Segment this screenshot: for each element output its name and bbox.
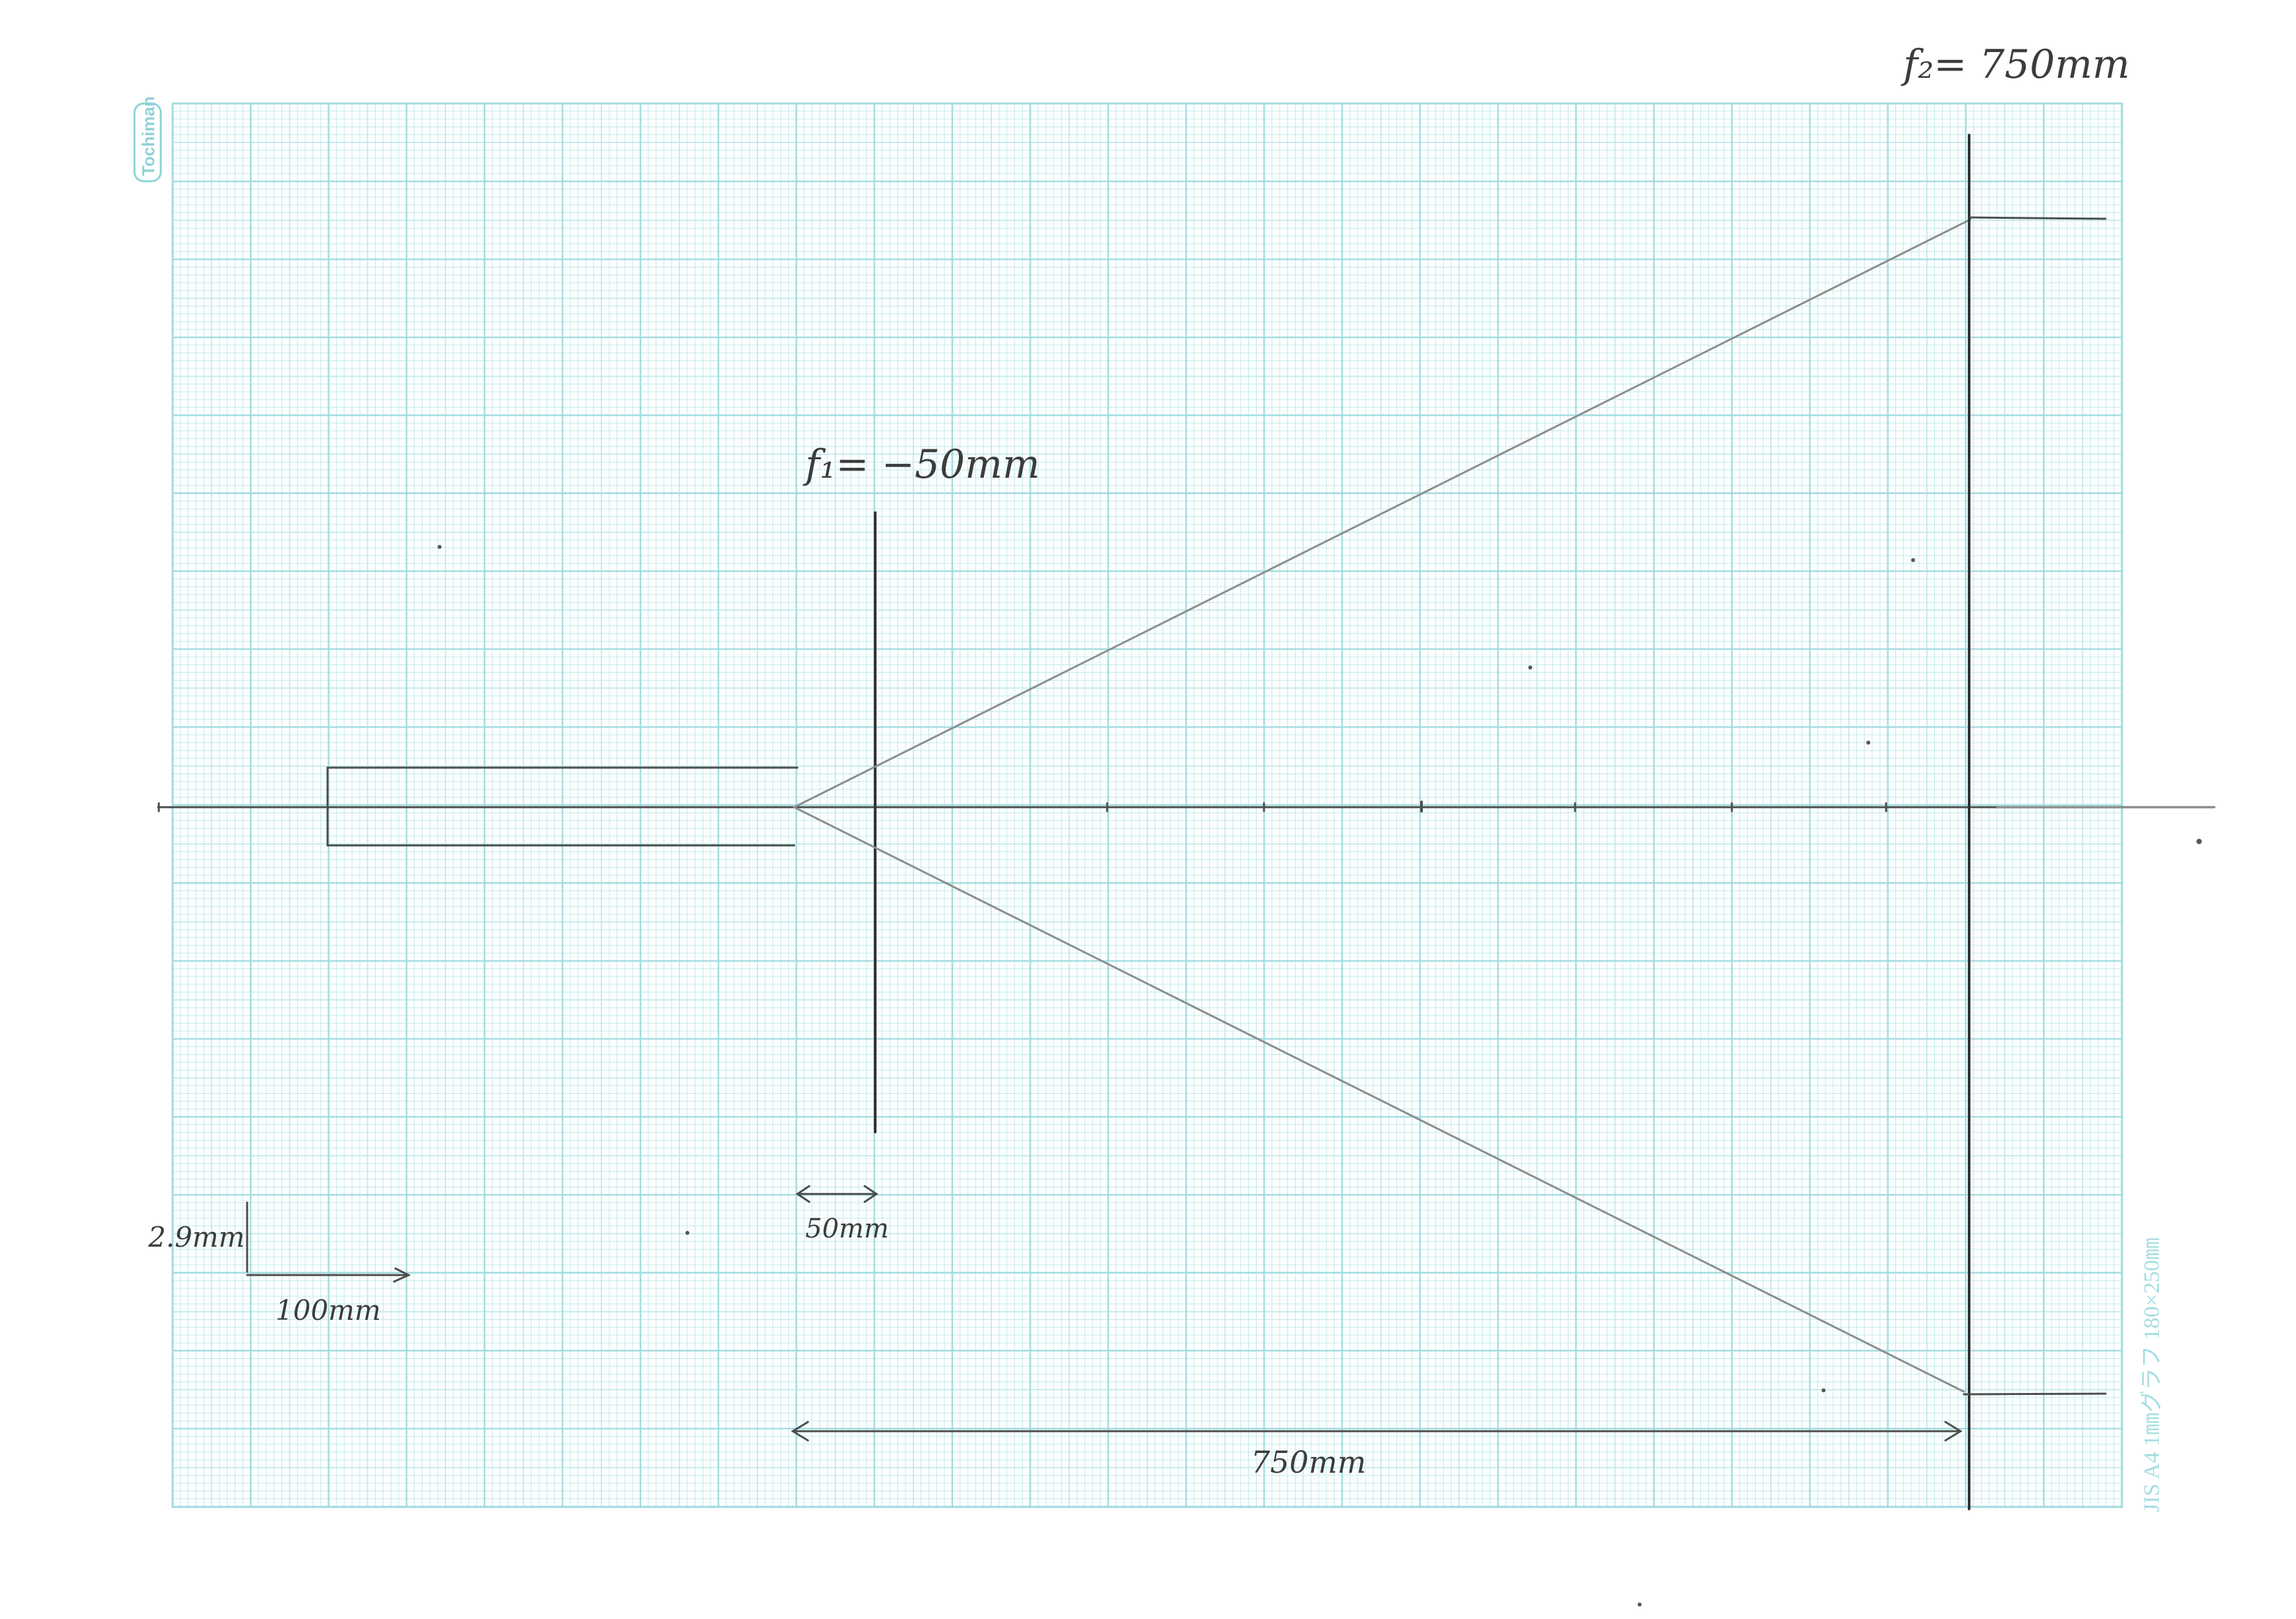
brand-logo: Tochiman: [133, 96, 162, 183]
dim-50-label: 50mm: [805, 1214, 889, 1244]
scale-vertical-label: 2.9mm: [148, 1221, 244, 1253]
dim-50-arrow: [795, 1185, 878, 1203]
brand-logo-text: Tochiman: [138, 96, 158, 176]
grid-border: [171, 102, 2123, 1508]
dim-750-label: 750mm: [1251, 1444, 1366, 1480]
lens1-label: f₁= −50mm: [803, 441, 1040, 488]
axis-ticks: [158, 801, 1887, 812]
pencil-specks: [438, 545, 2202, 1606]
dim-750-arrow: [791, 1421, 1963, 1442]
major-grid: [171, 102, 2123, 1508]
input-beam: [326, 766, 799, 847]
scale-bar: [246, 1201, 411, 1283]
lens2-label: f₂= 750mm: [1901, 42, 2130, 88]
scale-horizontal-label: 100mm: [275, 1294, 381, 1326]
paper-spec-label: JIS A4 1㎜グラフ 180×250㎜: [2139, 1237, 2164, 1512]
ray-lower: [793, 806, 1965, 1393]
ray-upper: [793, 218, 1972, 809]
output-beam-top: [1969, 216, 2107, 220]
